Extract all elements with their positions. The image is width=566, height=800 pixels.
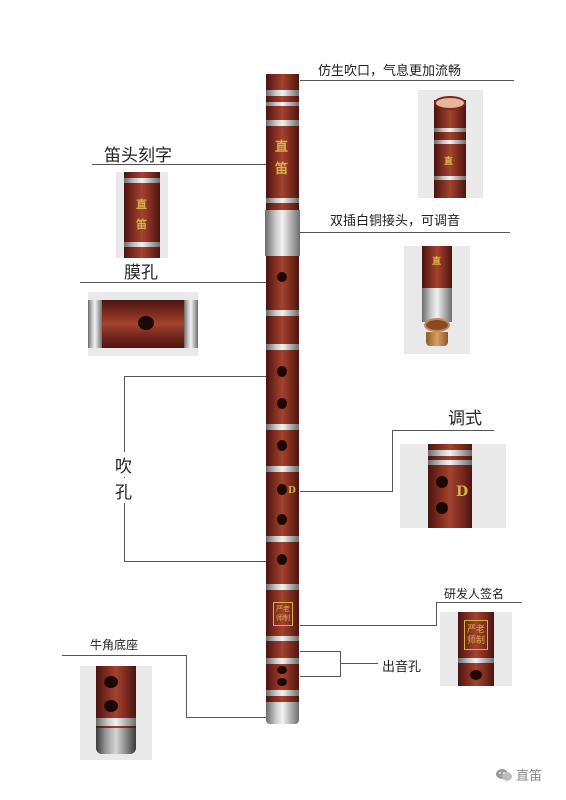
flute-body-lower	[266, 256, 299, 704]
bracket-top	[300, 651, 340, 652]
finger-hole	[277, 554, 287, 565]
finger-hole	[277, 366, 287, 377]
leader-line	[392, 430, 393, 492]
label-key: 调式	[448, 409, 482, 429]
leader-line	[300, 625, 437, 626]
finger-hole	[277, 514, 287, 525]
photo-engraving: 直 笛	[116, 172, 168, 258]
tuning-joint	[265, 210, 300, 256]
watermark-text: 直笛	[516, 769, 543, 784]
photo-membrane	[88, 292, 198, 356]
label-engraving: 笛头刻字	[104, 146, 172, 166]
engraving-zoom-char-1: 直	[136, 198, 147, 211]
leader-line	[62, 655, 186, 656]
ring	[266, 690, 299, 696]
leader-line	[340, 663, 378, 664]
ring	[266, 120, 299, 126]
photo-signature: 严老 师制	[440, 612, 512, 686]
ring	[266, 636, 299, 641]
leader-line	[186, 655, 187, 718]
ring	[266, 466, 299, 472]
leader-line	[436, 602, 437, 626]
leader-line	[80, 282, 266, 283]
ring	[266, 310, 299, 316]
label-membrane: 膜孔	[124, 263, 158, 283]
ring	[266, 198, 299, 203]
label-base: 牛角底座	[90, 638, 139, 652]
photo-base	[80, 666, 152, 760]
leader-line	[300, 232, 510, 233]
ring	[266, 658, 299, 664]
ring	[266, 584, 299, 590]
bracket-bottom	[300, 676, 340, 677]
sound-hole	[277, 678, 287, 686]
photo-mouthpiece: 直	[418, 90, 483, 198]
key-zoom-letter: D	[456, 484, 469, 500]
joint-engraving: 直	[432, 257, 442, 267]
finger-hole	[277, 484, 287, 495]
photo-key: D	[400, 444, 506, 528]
label-finger-holes-1: 吹	[115, 452, 132, 477]
sound-hole	[277, 666, 287, 674]
bracket-bottom	[124, 561, 266, 562]
leader-line	[392, 430, 494, 431]
ring	[266, 344, 299, 350]
signature-stamp: 严老 师制	[273, 602, 293, 626]
leader-line	[186, 717, 266, 718]
leader-line	[436, 602, 522, 603]
head-engraving-char-2: 笛	[275, 162, 289, 177]
wechat-icon	[496, 767, 512, 781]
label-signature: 研发人签名	[444, 587, 505, 601]
membrane-hole	[277, 272, 287, 282]
ring	[266, 536, 299, 542]
engraving-zoom-char-2: 笛	[136, 218, 147, 231]
bracket-side	[340, 651, 341, 677]
finger-hole	[277, 398, 287, 409]
flute-body	[266, 74, 299, 214]
key-letter: D	[288, 486, 296, 496]
leader-line	[300, 80, 514, 81]
flute-main: 直 笛 D 严老 师制	[265, 74, 300, 724]
photo-joint: 直	[404, 246, 470, 354]
label-sound-holes: 出音孔	[382, 660, 422, 675]
ring	[266, 90, 299, 96]
finger-hole	[277, 440, 287, 451]
horn-base	[266, 702, 299, 724]
mouthpiece-engraving: 直	[444, 157, 454, 167]
signature-zoom-stamp: 严老 师制	[464, 620, 488, 650]
label-mouthpiece: 仿生吹口，气息更加流畅	[318, 64, 462, 79]
leader-line	[92, 164, 266, 165]
ring	[266, 102, 299, 106]
bracket-top	[124, 376, 266, 377]
label-finger-holes-2: 孔	[115, 478, 132, 503]
label-joint: 双插白铜接头，可调音	[330, 214, 461, 229]
ring	[266, 424, 299, 430]
leader-line	[300, 491, 393, 492]
head-engraving-char-1: 直	[275, 140, 289, 155]
